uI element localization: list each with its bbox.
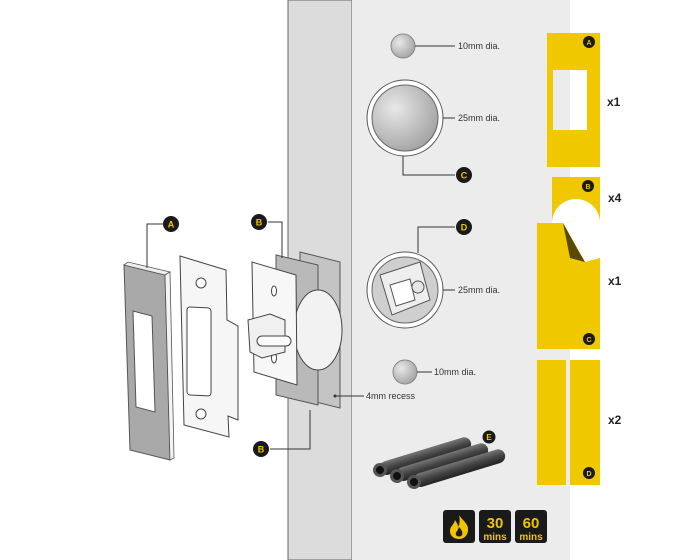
callout-badge-b-bottom: B (253, 441, 269, 457)
intumescent-tubes-e (373, 437, 506, 489)
strip-badge-b: B (582, 180, 594, 192)
callout-badge-c: C (456, 167, 472, 183)
fire-rating-badge (443, 510, 475, 543)
latch-mechanism (247, 261, 343, 386)
callout-badge-d: D (456, 219, 472, 235)
strike-plate (179, 255, 239, 438)
hole-10mm-bottom (392, 359, 418, 385)
svg-text:C: C (586, 337, 591, 344)
intumescent-strip-a (547, 33, 600, 167)
hole-25mm-c (366, 79, 444, 157)
quantity-b: x4 (608, 191, 622, 205)
hole-25mm-d-latch-view (366, 251, 444, 329)
fire-icon (450, 515, 469, 539)
svg-text:C: C (461, 171, 468, 181)
intumescent-strip-d-right (570, 360, 600, 485)
svg-text:E: E (486, 433, 492, 442)
hole-c-label: 25mm dia. (458, 113, 500, 123)
cover-plate-a (123, 261, 175, 461)
svg-text:30: 30 (487, 515, 504, 532)
intumescent-strip-c (537, 223, 600, 349)
rating-30-mins-badge: 30 mins (479, 510, 511, 543)
hole-top-label: 10mm dia. (458, 41, 500, 51)
svg-text:60: 60 (523, 515, 540, 532)
intumescent-strip-d-left (537, 360, 566, 485)
svg-text:B: B (256, 218, 263, 228)
svg-text:mins: mins (519, 532, 543, 543)
hole-d-label: 25mm dia. (458, 285, 500, 295)
callout-badge-a: A (163, 216, 179, 232)
svg-text:B: B (258, 445, 265, 455)
strip-badge-c: C (583, 333, 595, 345)
strip-badge-d: D (583, 467, 595, 479)
svg-text:B: B (585, 184, 590, 191)
hole-10mm-top (390, 33, 416, 59)
quantity-c: x1 (608, 274, 622, 288)
recess-label: 4mm recess (366, 391, 416, 401)
hole-bottom-label: 10mm dia. (434, 367, 476, 377)
strip-badge-a: A (583, 36, 595, 48)
svg-text:D: D (586, 471, 591, 478)
quantity-a: x1 (607, 95, 621, 109)
callout-badge-e: E (482, 430, 496, 444)
svg-text:A: A (586, 40, 591, 47)
callout-badge-b-top: B (251, 214, 267, 230)
svg-text:D: D (461, 223, 468, 233)
quantity-d: x2 (608, 413, 622, 427)
svg-text:A: A (168, 220, 175, 230)
svg-text:mins: mins (483, 532, 507, 543)
rating-60-mins-badge: 60 mins (515, 510, 547, 543)
